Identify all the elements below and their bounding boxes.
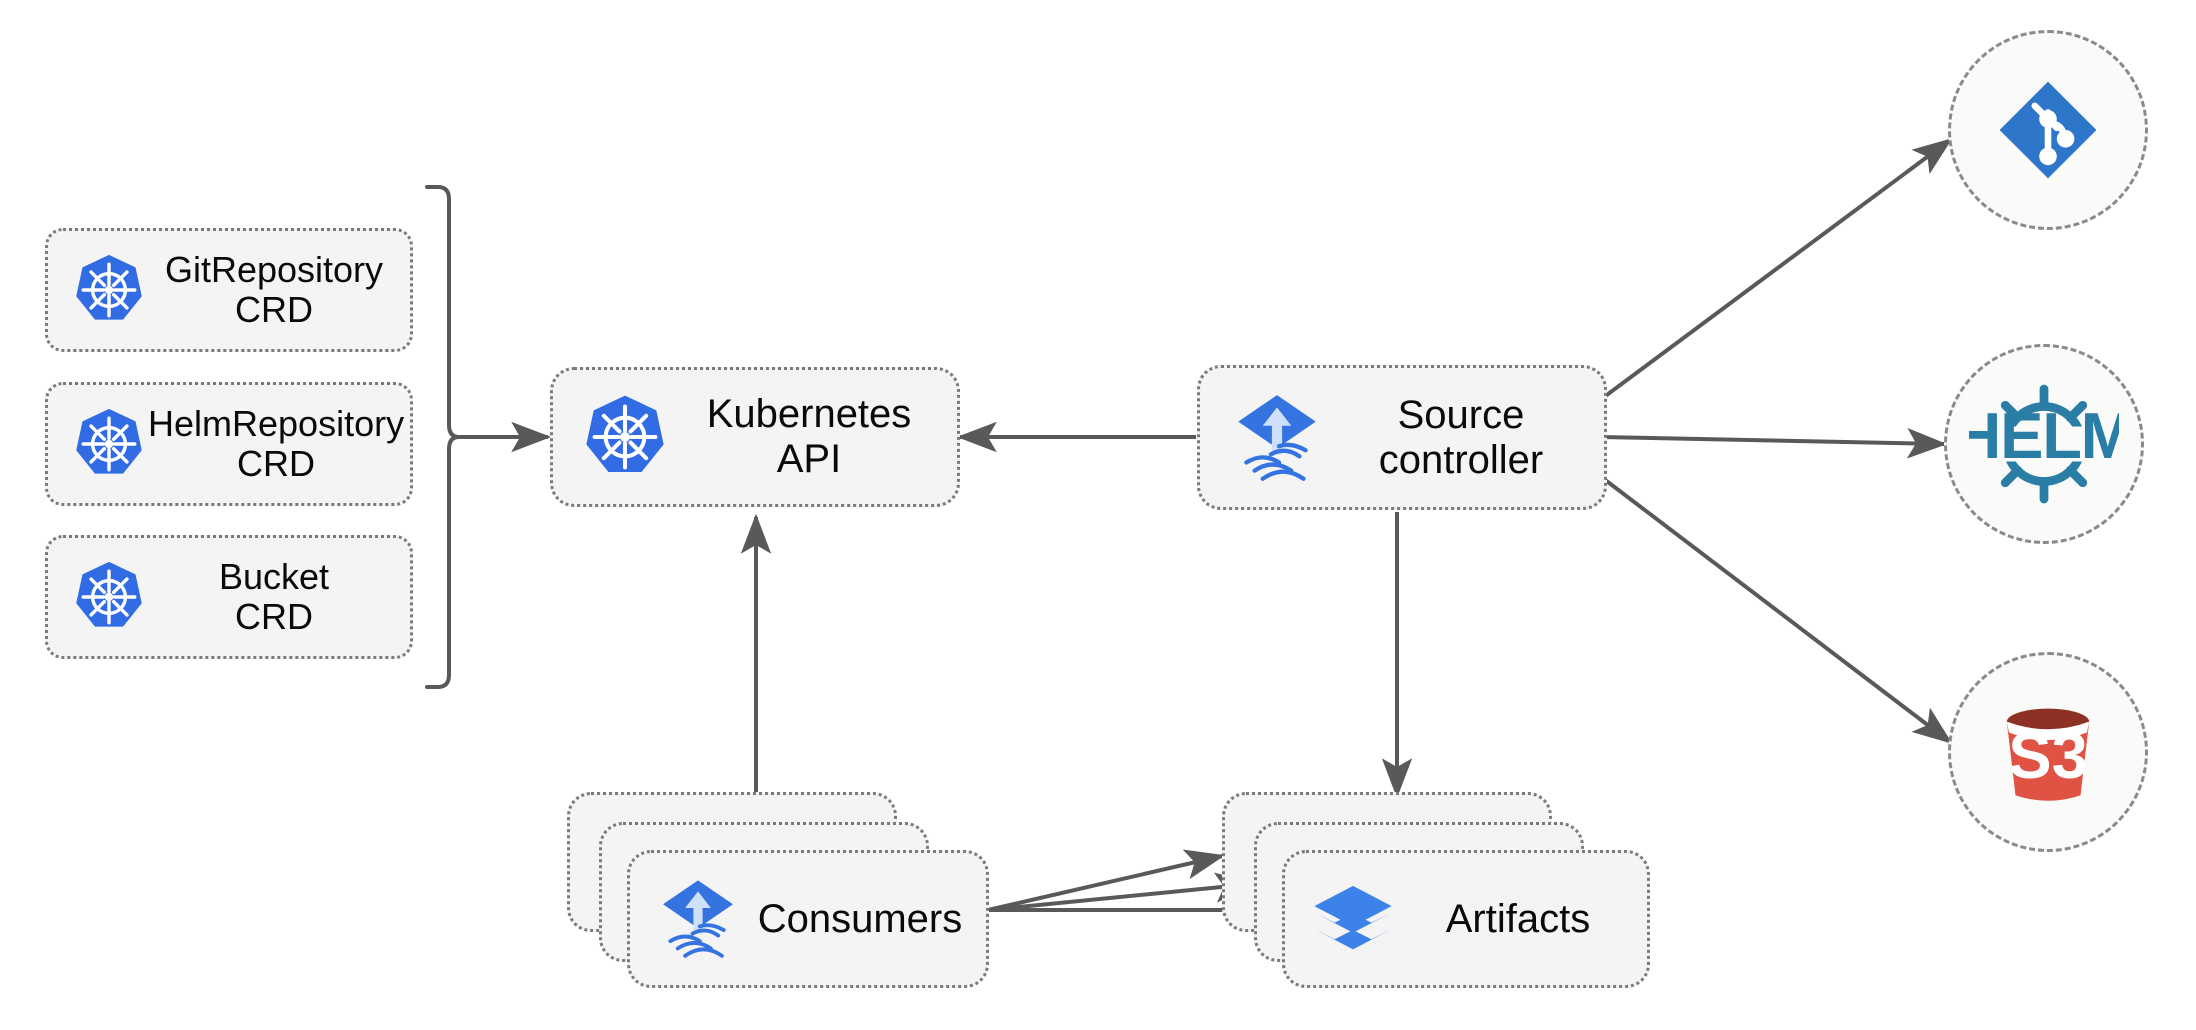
edge-consumers-to-artifacts-2 (987, 872, 1256, 912)
external-helm[interactable]: HELM (1944, 344, 2144, 544)
s3-wordmark: S3 (2008, 719, 2088, 792)
s3-bucket-icon: S3 (2006, 708, 2090, 801)
flux-icon (663, 880, 733, 958)
node-label: Kubernetes API (706, 392, 912, 481)
crd-group-bracket (425, 185, 460, 689)
kubernetes-icon (76, 254, 142, 320)
kubernetes-icon (76, 561, 142, 627)
node-artifacts[interactable]: Artifacts (1282, 850, 1650, 988)
crd-card-helmrepository[interactable]: HelmRepository CRD (45, 382, 413, 506)
node-label: Artifacts (1445, 896, 1591, 941)
node-label: Consumers (757, 896, 963, 941)
edge-consumers-to-artifacts-1 (987, 849, 1226, 912)
helm-icon: HELM (1969, 384, 2119, 504)
crd-label: Bucket CRD (218, 555, 330, 637)
helm-wordmark: HELM (1969, 399, 2119, 472)
flux-icon (1238, 394, 1316, 481)
external-s3[interactable]: S3 (1948, 652, 2148, 852)
external-git[interactable] (1948, 30, 2148, 230)
layers-icon (1314, 885, 1392, 950)
kubernetes-icon (76, 408, 142, 474)
git-icon (1999, 81, 2097, 179)
edge-source-controller-to-helm (1599, 428, 1948, 459)
edge-source-controller-to-git (1598, 138, 1953, 402)
crd-card-bucket[interactable]: Bucket CRD (45, 535, 413, 659)
node-source-controller[interactable]: Source controller (1197, 365, 1607, 510)
edge-source-controller-to-s3 (1598, 474, 1953, 744)
crd-label: HelmRepository CRD (148, 402, 405, 484)
node-consumers-stack[interactable]: Consumers (567, 792, 989, 988)
node-kubernetes-api[interactable]: Kubernetes API (550, 367, 960, 507)
kubernetes-icon (586, 395, 664, 472)
node-artifacts-stack[interactable]: Artifacts (1222, 792, 1650, 988)
node-label: Source controller (1378, 392, 1544, 482)
crd-label: GitRepository CRD (164, 248, 384, 330)
node-consumers[interactable]: Consumers (627, 850, 989, 988)
crd-card-gitrepository[interactable]: GitRepository CRD (45, 228, 413, 352)
